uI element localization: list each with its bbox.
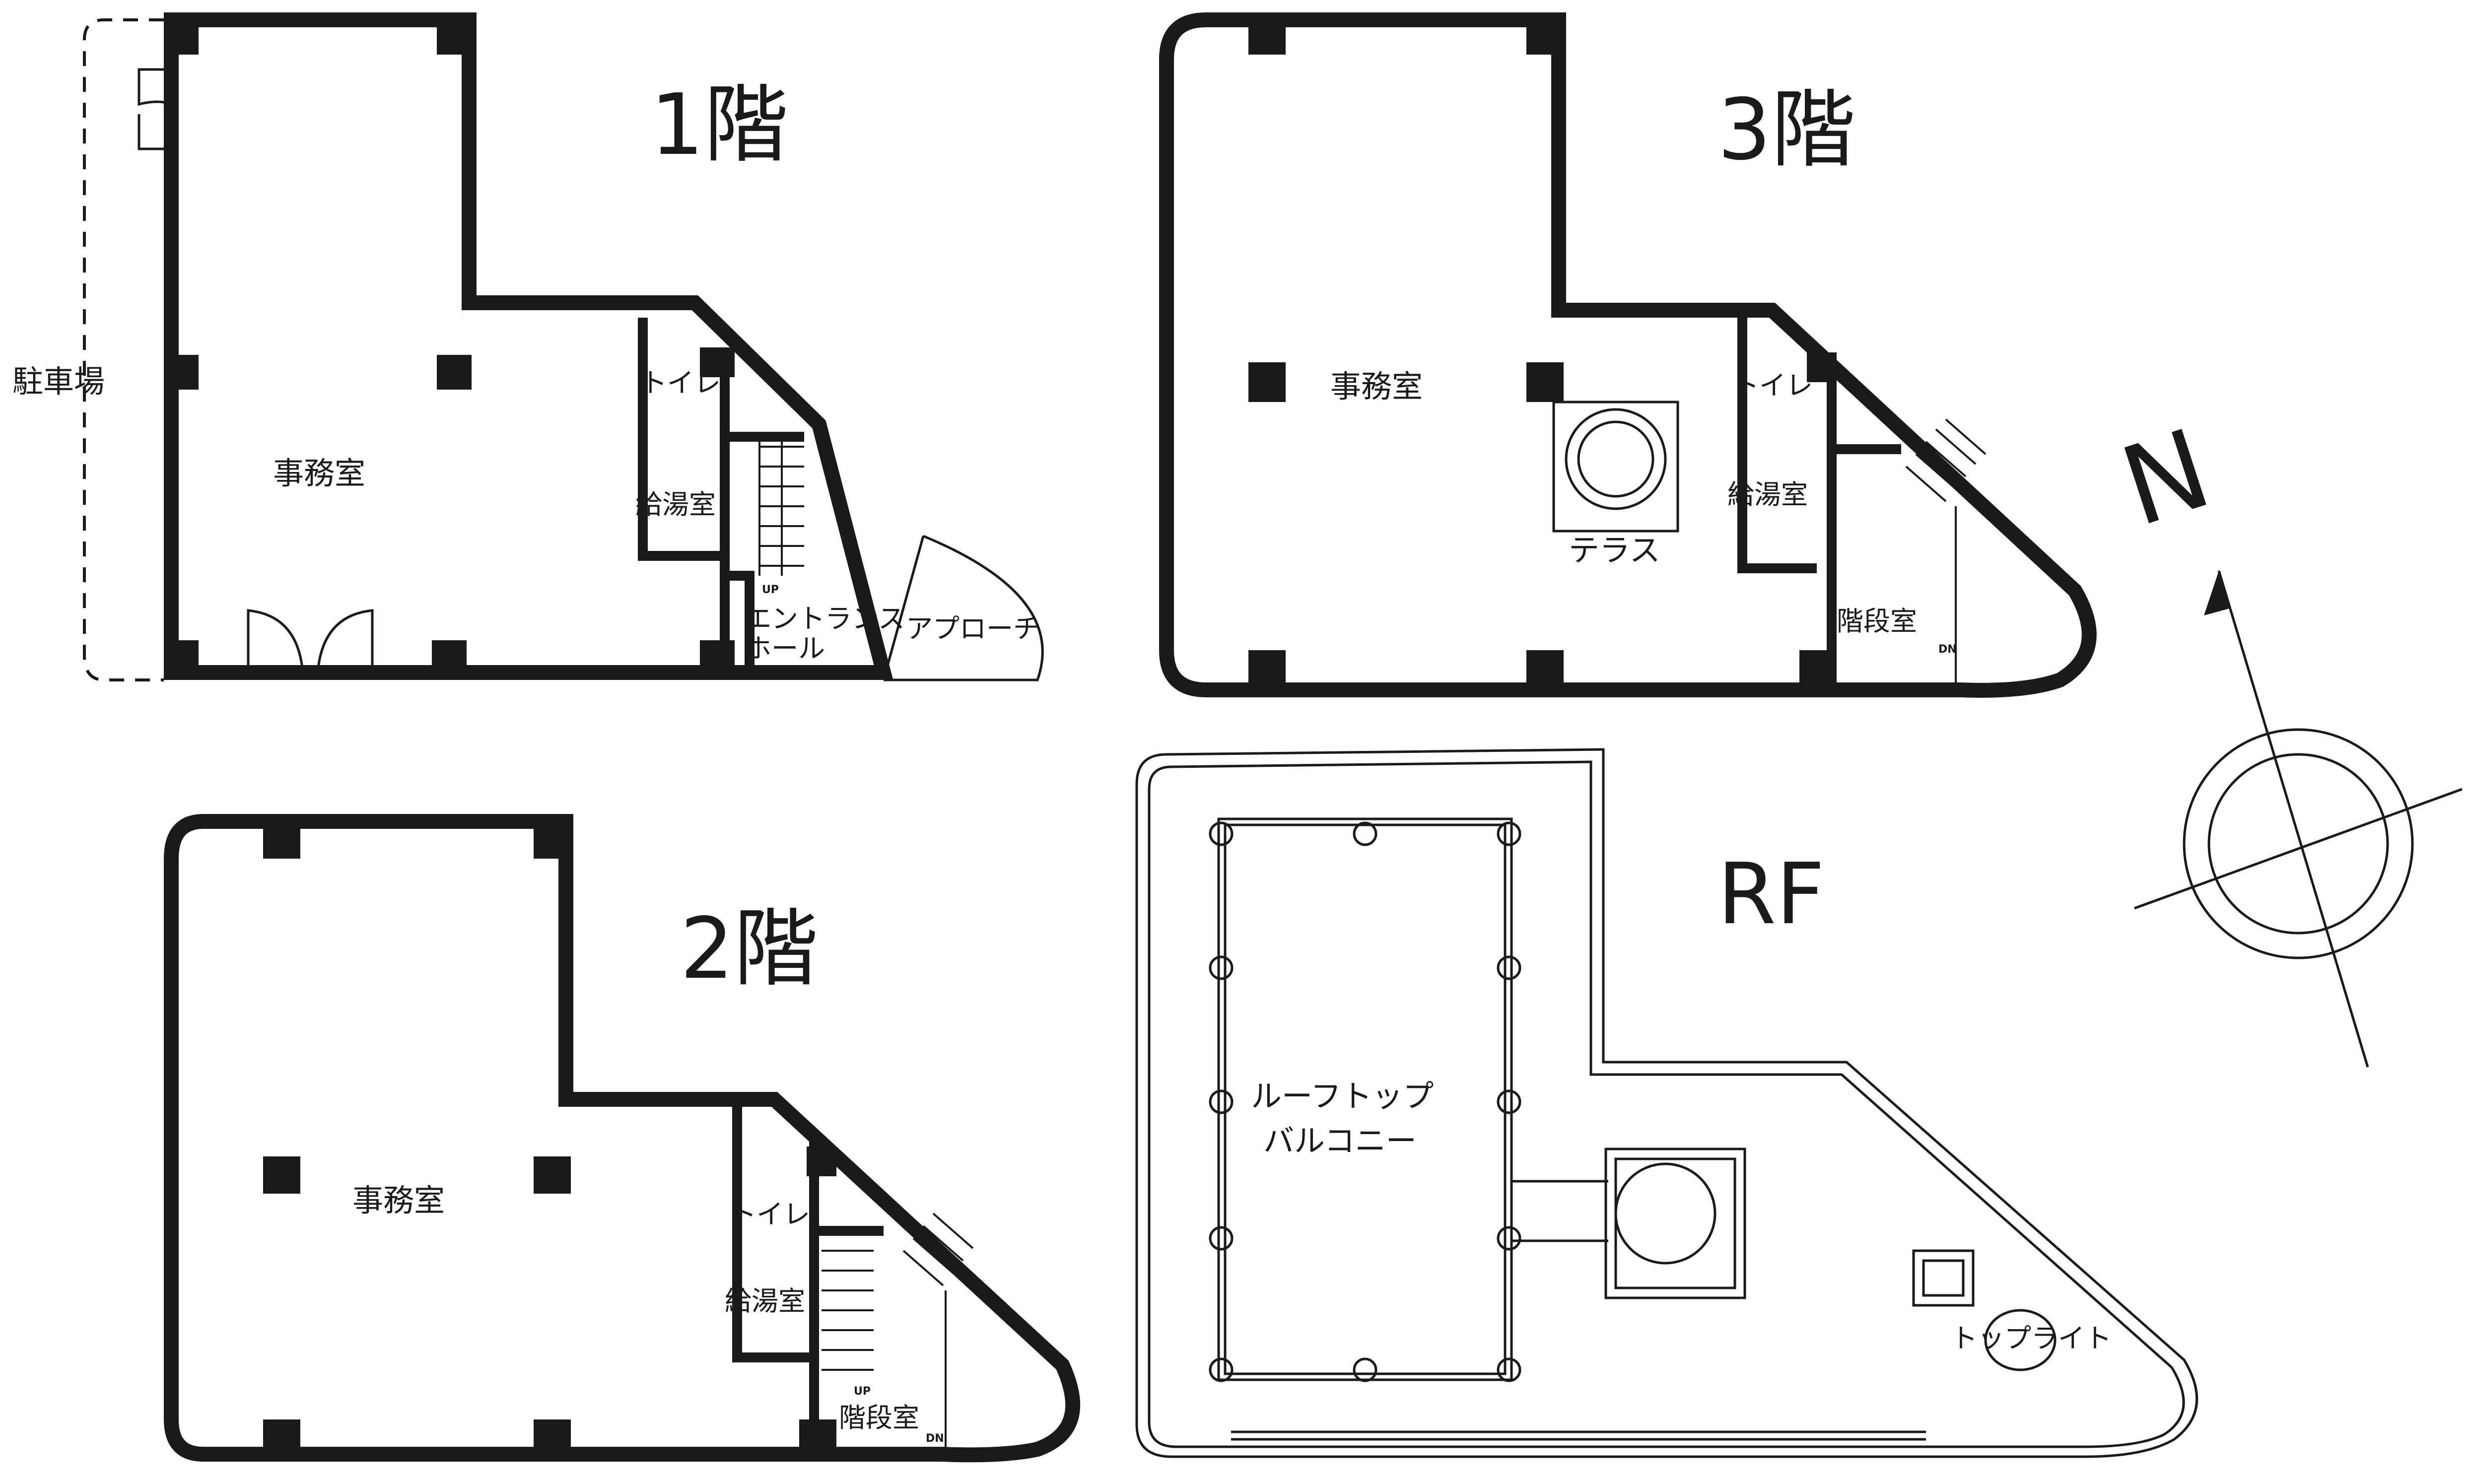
floor-3-kitchen-label: 給湯室	[1727, 479, 1808, 510]
floor-1-toilet-label: トイレ	[640, 367, 721, 399]
floor-3-stair-dn-label: DN	[1938, 643, 1957, 656]
column	[534, 821, 571, 859]
floor-3-stair-room-label: 階段室	[1837, 606, 1917, 637]
roof-stair-box-inner	[1614, 1157, 1736, 1289]
floor-2-plan: 2階 事務室 トイレ 給湯室 階段室 UP DN	[164, 814, 1081, 1463]
floor-2-stair-dn-label: DN	[926, 1432, 944, 1445]
column	[1248, 20, 1286, 55]
terrace-box	[1552, 401, 1679, 533]
column	[799, 1419, 836, 1457]
column	[437, 20, 472, 55]
floor-3-stair	[1905, 418, 1987, 685]
column	[164, 20, 199, 55]
compass: N	[2108, 405, 2463, 1068]
roof-toplight-label: トップライト	[1951, 1323, 2112, 1354]
spiral-stair-icon	[1565, 408, 1667, 510]
column	[263, 1419, 300, 1457]
floor-1-stair	[758, 437, 804, 576]
floor-1-office-walls	[164, 12, 893, 680]
toplight-icon-inner	[1922, 1259, 1965, 1297]
column	[1807, 352, 1837, 382]
floor-1-office-label: 事務室	[273, 455, 365, 491]
floor-1-entrance-label-2: ホール	[745, 633, 825, 664]
floor-2-kitchen-label: 給湯室	[725, 1285, 805, 1317]
floor-2-stair	[822, 1213, 974, 1449]
entrance-door-icon	[247, 609, 374, 673]
column	[263, 821, 300, 859]
floor-1-title: 1階	[650, 76, 788, 174]
floor-3-partitions	[1737, 318, 1901, 690]
floor-2-office-walls	[164, 814, 1081, 1463]
roof-spiral-stair-icon	[1614, 1162, 1717, 1265]
column	[432, 640, 467, 675]
parking-outline	[83, 18, 164, 681]
spiral-stair-inner	[1577, 420, 1654, 498]
floor-1-partitions	[638, 318, 804, 673]
floor-2-partitions	[732, 1107, 884, 1454]
column	[437, 355, 472, 390]
roof-stair-box	[1604, 1147, 1746, 1299]
floor-1-plan: 1階 事務室 トイレ 給湯室 エントランス ホール アプローチ 駐車場 UP	[12, 12, 1044, 681]
toplight-ring	[1984, 1309, 2057, 1371]
toplight-icon	[1912, 1249, 1975, 1307]
side-door-icon	[137, 68, 172, 150]
roof-outline	[1135, 748, 2198, 1458]
parking-label: 駐車場	[12, 363, 105, 400]
column	[1526, 650, 1564, 690]
column	[700, 640, 735, 675]
floor-2-stair-room-label: 階段室	[839, 1402, 919, 1433]
approach-line	[882, 536, 925, 680]
floor-3-plan: 3階 事務室 テラス トイレ 給湯室 階段室 DN	[1159, 12, 2097, 698]
north-arrow-icon	[2204, 571, 2231, 615]
column	[1526, 362, 1564, 402]
floor-3-office-walls	[1159, 12, 2097, 698]
floor-3-title: 3階	[1717, 81, 1855, 179]
floor-2-toilet-label: トイレ	[730, 1199, 810, 1230]
floor-3-office-label: 事務室	[1330, 368, 1423, 405]
compass-north-label: N	[2108, 405, 2225, 551]
approach-arc	[884, 535, 1044, 681]
column	[534, 1419, 571, 1457]
roof-balcony-label-2: バルコニー	[1263, 1123, 1417, 1159]
column	[700, 347, 735, 377]
compass-outer-ring	[2183, 728, 2414, 959]
floor-1-stair-up-label: UP	[762, 584, 779, 596]
roof-balcony-label-1: ルーフトップ	[1251, 1078, 1434, 1114]
floor-2-office-label: 事務室	[352, 1182, 445, 1218]
compass-north-line	[2217, 570, 2369, 1068]
balcony-frame-inner	[1224, 823, 1507, 1375]
column	[1248, 650, 1286, 690]
floor-3-toilet-label: トイレ	[1732, 370, 1813, 401]
column	[1526, 20, 1564, 55]
floor-1-entrance-label-1: エントランス	[745, 603, 905, 634]
floor-1-kitchen-label: 給湯室	[635, 489, 716, 520]
column	[1799, 650, 1837, 690]
floor-1-approach-label: アプローチ	[906, 613, 1040, 644]
compass-inner-ring	[2207, 753, 2389, 935]
roof-plan: RF ルーフトップ バルコニー トップライト	[1135, 748, 2198, 1458]
floor-2-title: 2階	[680, 900, 818, 998]
column	[807, 1147, 836, 1176]
floor-2-stair-up-label: UP	[854, 1385, 871, 1398]
roof-outline-inner	[1148, 760, 2185, 1448]
roof-title: RF	[1717, 845, 1825, 944]
column	[263, 1156, 300, 1194]
compass-east-line	[2134, 788, 2463, 910]
balcony-posts	[1209, 821, 1521, 1382]
floor-3-terrace-label: テラス	[1569, 532, 1660, 568]
column	[534, 1156, 571, 1194]
column	[1248, 362, 1286, 402]
column	[164, 640, 199, 675]
column	[164, 355, 199, 390]
